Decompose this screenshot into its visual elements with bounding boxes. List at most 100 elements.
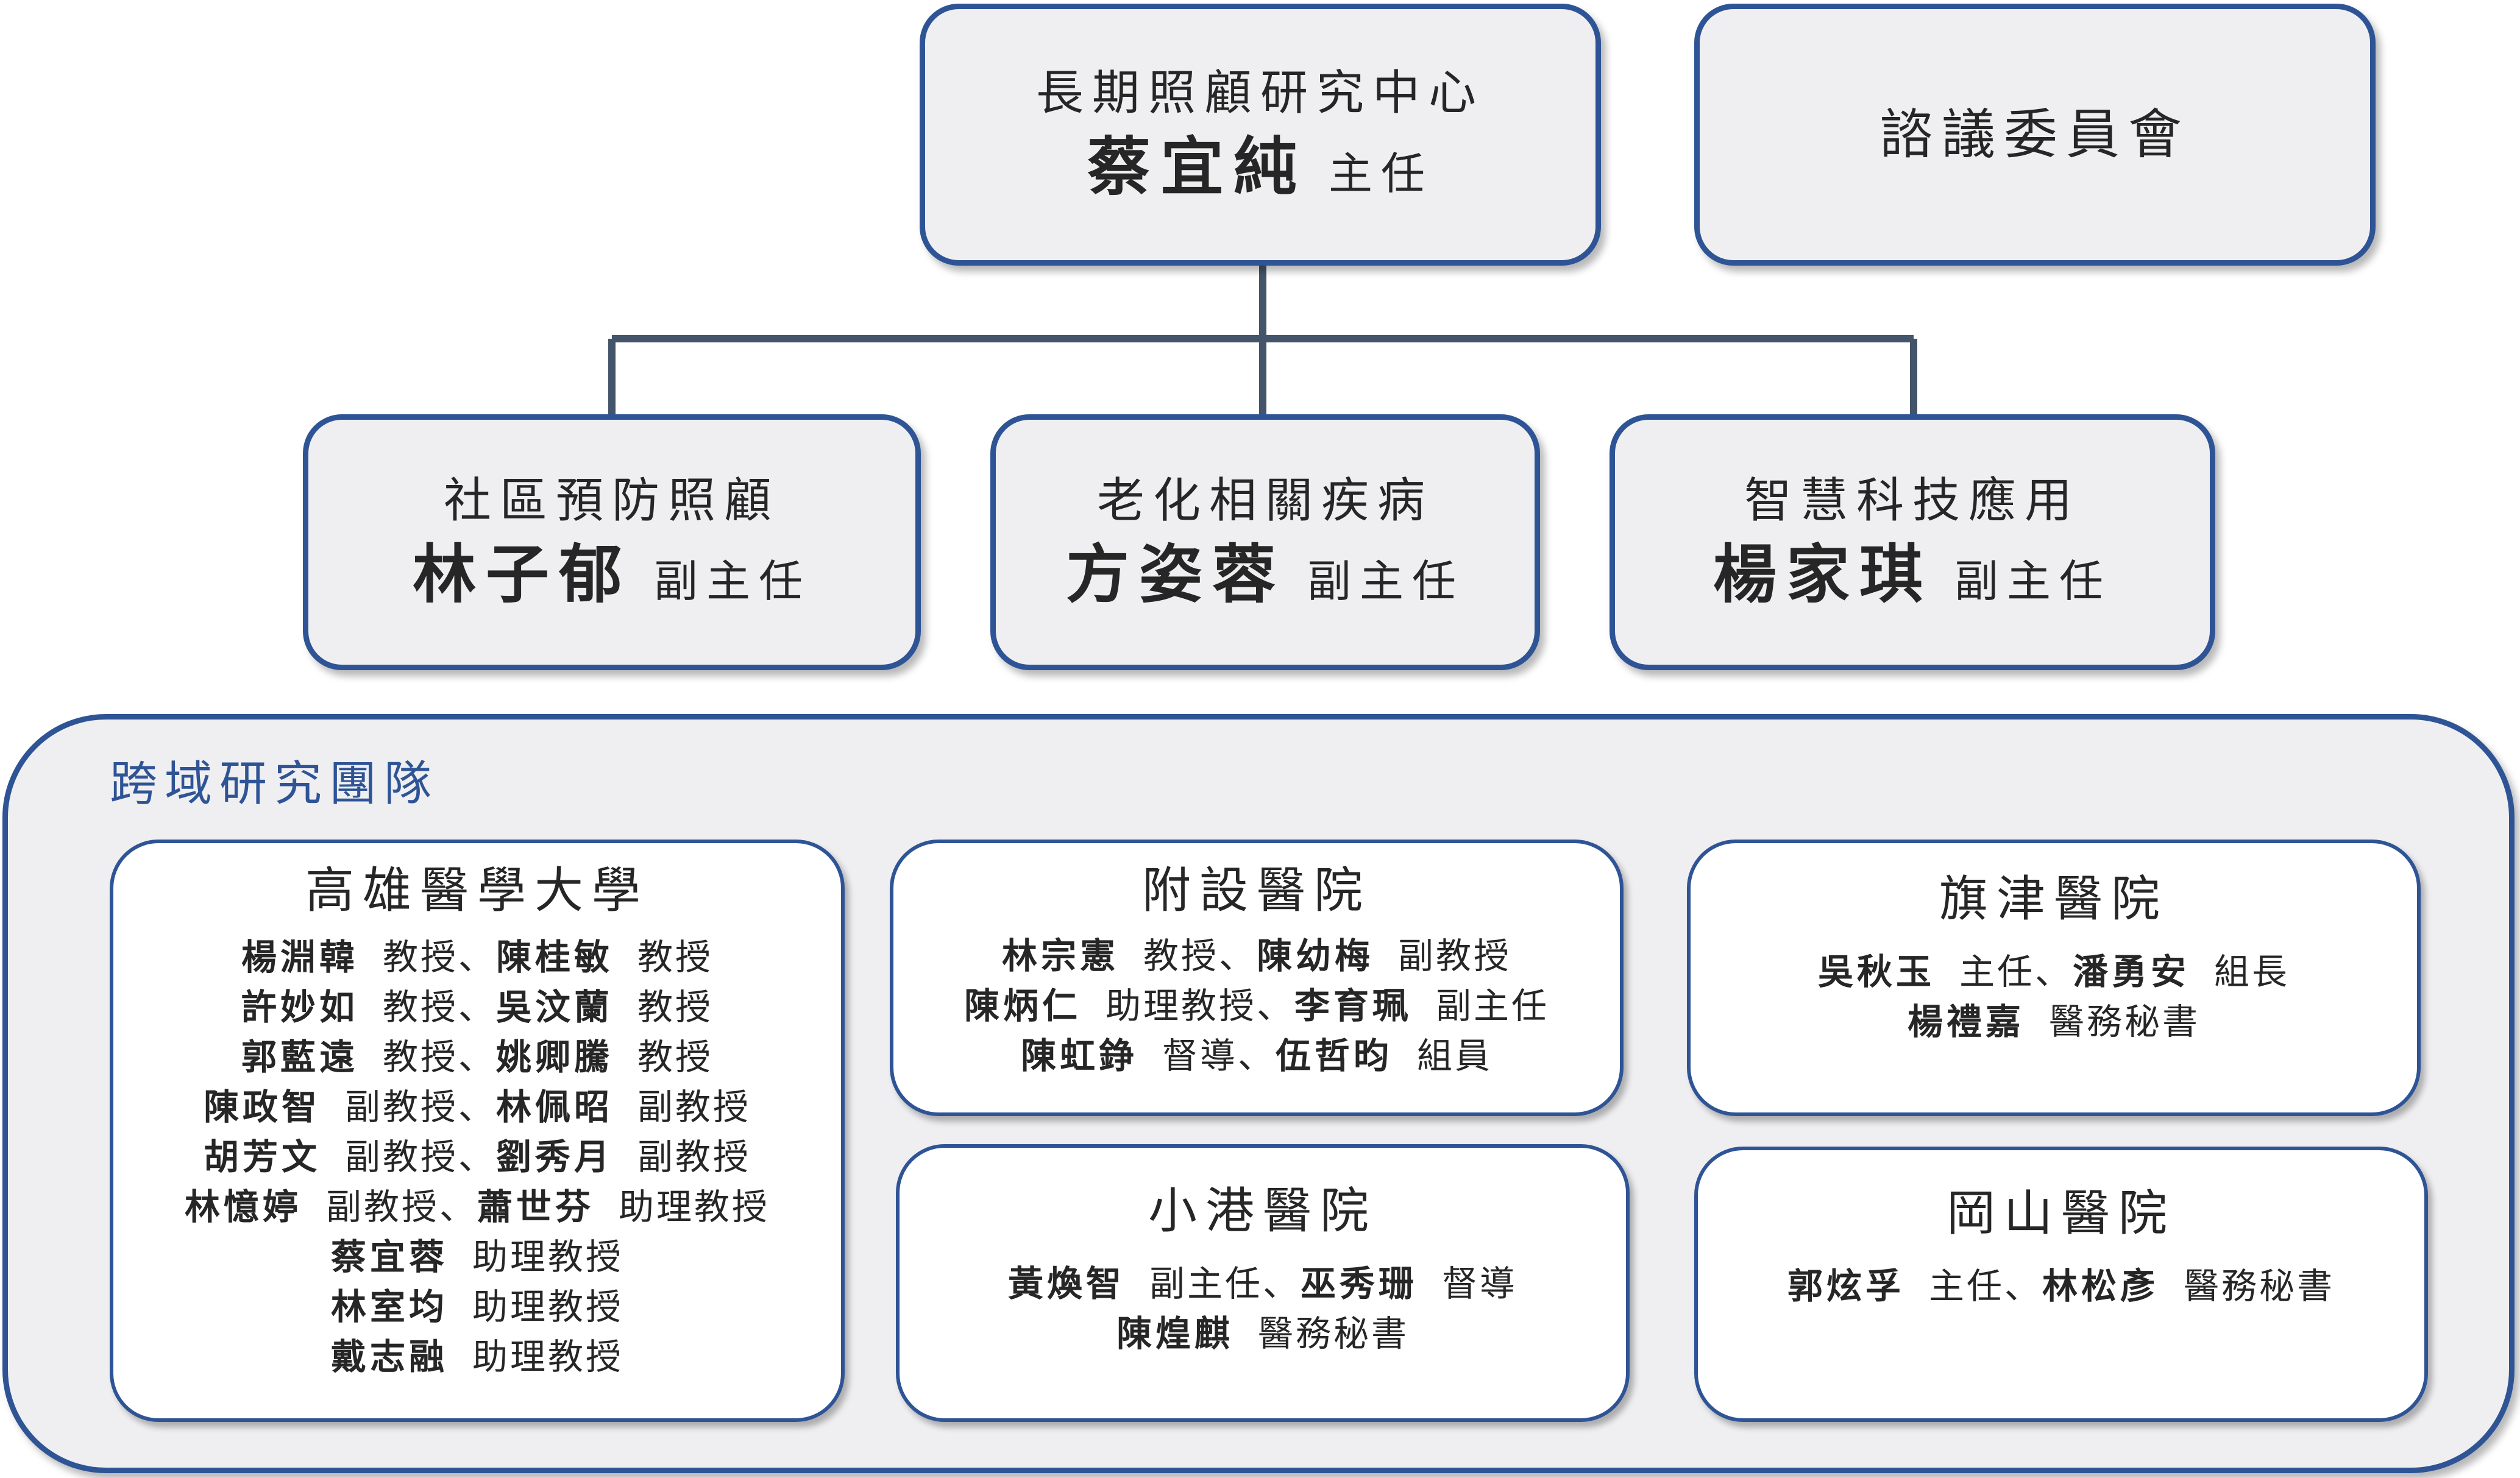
member-line: 陳政智副教授、林佩昭副教授 [185,1082,770,1132]
member-title: 教授 [1143,935,1219,977]
member-title: 督導 [1162,1035,1238,1077]
division-community-box: 社區預防照顧 林子郁副主任 [303,414,921,670]
member-list: 吳秋玉主任、潘勇安組長楊禮嘉醫務秘書 [1818,947,2290,1047]
member-line: 楊禮嘉醫務秘書 [1818,997,2290,1047]
center-director-box: 長期照顧研究中心 蔡宜純主任 [920,4,1601,266]
division-deputy-name: 林子郁 [412,537,632,612]
member-separator: 、 [458,936,496,978]
division-name-line: 楊家琪副主任 [1713,537,2112,613]
member-title: 組長 [2214,951,2290,992]
member-title: 助理教授 [1105,985,1257,1027]
research-team-title: 跨域研究團隊 [110,757,439,811]
member-name: 陳煌麒 [1116,1313,1233,1354]
member-line: 陳虹錚督導、伍哲昀組員 [964,1031,1549,1081]
division-deputy-role: 副主任 [654,556,812,607]
member-title: 副教授 [637,1136,751,1178]
member-line: 蔡宜蓉助理教授 [185,1232,770,1282]
division-deputy-name: 方姿蓉 [1065,537,1285,612]
member-title: 副主任 [1149,1263,1263,1304]
member-name: 蕭世芬 [477,1186,595,1228]
institution-siaogang-hospital: 小港醫院 黃煥智副主任、巫秀珊督導陳煌麒醫務秘書 [896,1144,1630,1422]
member-title: 教授 [382,936,458,978]
division-subtitle: 老化相關疾病 [1096,473,1433,528]
member-title: 副教授 [325,1186,439,1228]
division-name-line: 林子郁副主任 [413,537,811,613]
member-separator: 、 [458,986,496,1028]
member-name: 楊淵韓 [241,936,358,978]
member-title: 副主任 [1436,985,1550,1027]
member-separator: 、 [458,1086,496,1128]
member-title: 教授 [382,986,458,1028]
center-director-role: 主任 [1329,148,1434,200]
member-list: 楊淵韓教授、陳桂敏教授許妙如教授、吳汶蘭教授郭藍遠教授、姚卿騰教授陳政智副教授、… [185,932,770,1382]
member-name: 林室均 [330,1286,448,1328]
member-title: 教授 [382,1036,458,1078]
institution-title: 高雄醫學大學 [305,862,649,919]
member-title: 組員 [1417,1035,1493,1077]
member-line: 戴志融助理教授 [185,1332,770,1382]
division-name-line: 方姿蓉副主任 [1066,537,1464,613]
institution-cijin-hospital: 旗津醫院 吳秋玉主任、潘勇安組長楊禮嘉醫務秘書 [1687,840,2421,1116]
member-name: 林憶婷 [184,1186,302,1228]
member-title: 助理教授 [472,1336,623,1377]
member-title: 主任 [1928,1265,2004,1307]
member-line: 吳秋玉主任、潘勇安組長 [1818,947,2290,997]
member-separator: 、 [2004,1265,2042,1307]
member-separator: 、 [1256,985,1294,1027]
institution-title: 小港醫院 [1148,1183,1377,1239]
member-list: 林宗憲教授、陳幼梅副教授陳炳仁助理教授、李育珮副主任陳虹錚督導、伍哲昀組員 [964,931,1549,1081]
member-line: 胡芳文副教授、劉秀月副教授 [185,1132,770,1182]
institution-kmu: 高雄醫學大學 楊淵韓教授、陳桂敏教授許妙如教授、吳汶蘭教授郭藍遠教授、姚卿騰教授… [110,840,845,1422]
member-name: 郭炫孚 [1787,1265,1904,1307]
member-name: 陳虹錚 [1020,1035,1138,1077]
member-title: 醫務秘書 [1257,1313,1409,1354]
member-separator: 、 [2034,951,2073,992]
division-deputy-name: 楊家琪 [1713,537,1933,612]
member-line: 楊淵韓教授、陳桂敏教授 [185,932,770,982]
member-line: 林宗憲教授、陳幼梅副教授 [964,931,1549,981]
member-name: 戴志融 [330,1336,448,1377]
member-line: 郭藍遠教授、姚卿騰教授 [185,1032,770,1082]
member-title: 副教授 [1398,935,1512,977]
center-name-line: 蔡宜純主任 [1087,129,1433,205]
member-title: 助理教授 [619,1186,770,1228]
member-name: 黃煥智 [1007,1263,1125,1304]
institution-title: 旗津醫院 [1939,871,2168,927]
member-title: 助理教授 [472,1286,623,1328]
member-list: 黃煥智副主任、巫秀珊督導陳煌麒醫務秘書 [1008,1259,1517,1359]
member-title: 醫務秘書 [2184,1265,2335,1307]
member-title: 教授 [637,1036,714,1078]
center-director-name: 蔡宜純 [1087,129,1307,205]
member-line: 郭炫孚主任、林松彥醫務秘書 [1787,1261,2335,1311]
institution-title: 附設醫院 [1142,862,1371,919]
member-name: 林松彥 [2042,1265,2160,1307]
member-name: 陳桂敏 [496,936,614,978]
member-name: 巫秀珊 [1301,1263,1418,1304]
member-line: 陳炳仁助理教授、李育珮副主任 [964,981,1549,1031]
member-separator: 、 [1262,1263,1301,1304]
member-name: 楊禮嘉 [1907,1001,2025,1042]
member-name: 陳政智 [203,1086,321,1128]
member-name: 胡芳文 [203,1136,321,1178]
member-title: 醫務秘書 [2048,1001,2200,1042]
member-name: 陳幼梅 [1257,935,1374,977]
member-title: 副教授 [344,1136,458,1178]
member-title: 副教授 [637,1086,751,1128]
member-title: 副教授 [344,1086,458,1128]
advisory-committee-box: 諮議委員會 [1694,4,2376,266]
division-deputy-role: 副主任 [1307,556,1465,607]
division-deputy-role: 副主任 [1954,556,2112,607]
member-list: 郭炫孚主任、林松彥醫務秘書 [1787,1261,2335,1311]
institution-gangshan-hospital: 岡山醫院 郭炫孚主任、林松彥醫務秘書 [1694,1147,2428,1422]
division-subtitle: 智慧科技應用 [1744,473,2081,528]
member-name: 潘勇安 [2073,951,2190,992]
member-name: 許妙如 [241,986,358,1028]
member-title: 助理教授 [472,1236,623,1278]
member-name: 吳汶蘭 [496,986,614,1028]
advisory-title: 諮議委員會 [1879,103,2190,166]
member-title: 主任 [1959,951,2035,992]
member-name: 蔡宜蓉 [330,1236,448,1278]
member-name: 李育珮 [1294,985,1412,1027]
member-separator: 、 [458,1036,496,1078]
member-name: 姚卿騰 [496,1036,614,1078]
